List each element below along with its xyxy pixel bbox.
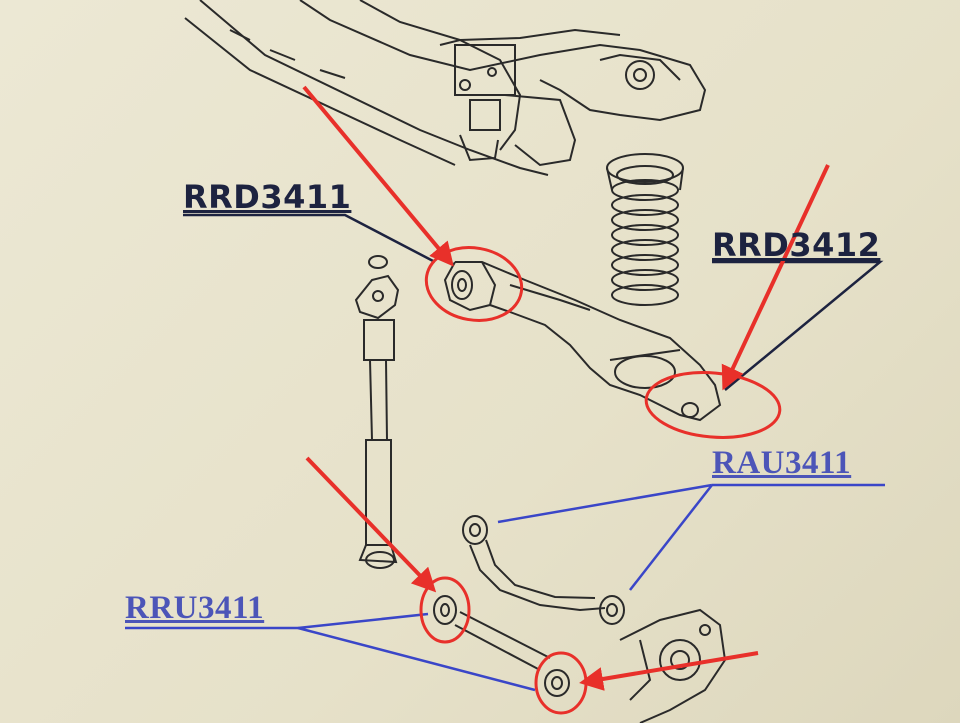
highlight-rrd3411 [424, 246, 524, 322]
highlight-rru3411-front [419, 576, 471, 644]
arrow-rru3411-front [305, 456, 437, 593]
subframe [184, 0, 707, 176]
upper-arm [462, 515, 625, 625]
shock-absorber [354, 255, 400, 569]
arrow-rru3411-rear [579, 651, 759, 691]
part-label-rru3411: RRU3411 [125, 590, 265, 626]
part-label-rau3411: RAU3411 [712, 445, 852, 481]
knuckle [619, 608, 727, 723]
leader-lines [125, 213, 885, 692]
highlight-rrd3412 [644, 371, 782, 439]
part-label-rrd3412: RRD3412 [712, 226, 881, 264]
coil-spring [606, 153, 684, 306]
arrow-rrd3412 [721, 164, 830, 391]
arrow-rrd3411 [302, 85, 454, 267]
lower-control-arm [443, 261, 722, 422]
part-label-rrd3411: RRD3411 [183, 178, 352, 216]
trailing-link [433, 595, 570, 697]
red-arrows [302, 85, 830, 691]
